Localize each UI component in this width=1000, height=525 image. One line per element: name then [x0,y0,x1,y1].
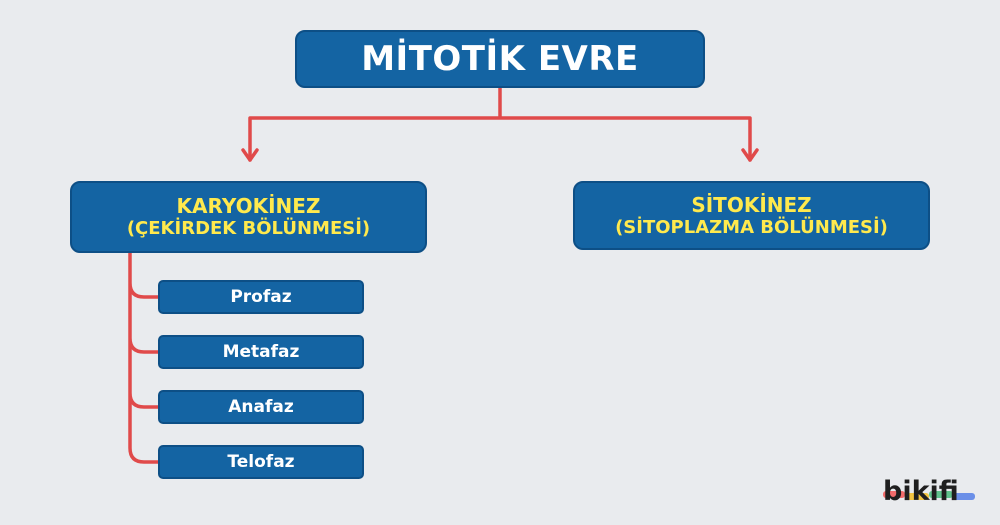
brand-logo: bikifi [883,474,978,508]
stage-box-profaz: Profaz [158,280,364,314]
mitotic-phase-box: MİTOTİK EVRE [295,30,705,88]
stage-label: Profaz [230,287,292,307]
stage-bracket [128,251,160,464]
root-connector [248,86,752,162]
logo-stripe-green [929,491,953,498]
cytokinesis-title: SİTOKİNEZ [691,192,812,217]
karyokinesis-subtitle: (ÇEKİRDEK BÖLÜNMESİ) [126,218,371,239]
karyokinesis-title: KARYOKİNEZ [176,194,321,218]
logo-stripe-red [883,491,905,498]
karyokinesis-box: KARYOKİNEZ (ÇEKİRDEK BÖLÜNMESİ) [70,181,427,253]
diagram-title: MİTOTİK EVRE [361,39,639,79]
stage-label: Anafaz [228,397,294,417]
logo-stripe-yellow [905,493,929,500]
left-arrowhead [241,148,259,162]
cytokinesis-subtitle: (SİTOPLAZMA BÖLÜNMESİ) [615,216,888,238]
stage-label: Telofaz [227,452,295,472]
cytokinesis-box: SİTOKİNEZ (SİTOPLAZMA BÖLÜNMESİ) [573,181,930,250]
stage-box-metafaz: Metafaz [158,335,364,369]
stage-box-anafaz: Anafaz [158,390,364,424]
stage-box-telofaz: Telofaz [158,445,364,479]
right-arrowhead [741,148,759,162]
stage-label: Metafaz [222,342,300,362]
logo-stripe-blue [953,493,975,500]
brand-logo-text: bikifi [883,475,959,507]
